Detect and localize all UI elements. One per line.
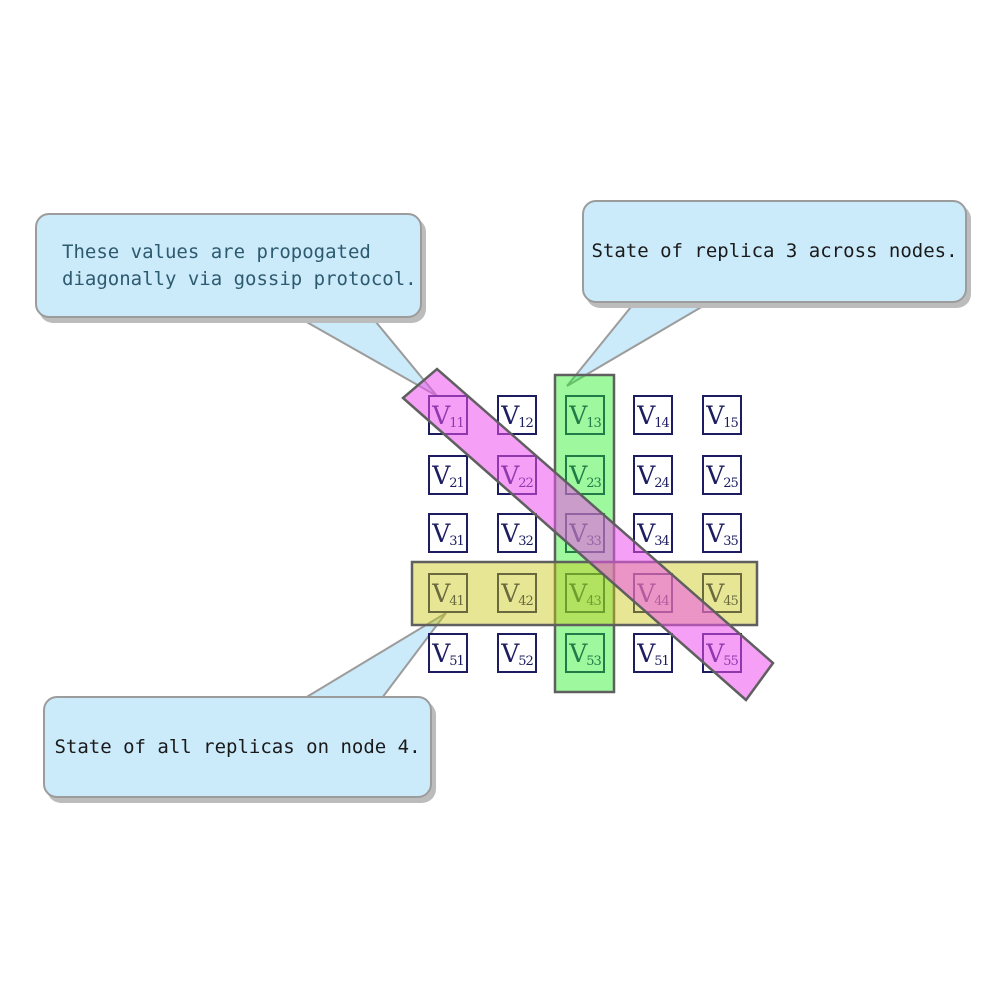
gossip-callout-tail <box>292 315 438 397</box>
cell-subscript: 23 <box>586 475 602 491</box>
cell-subscript: 55 <box>723 653 739 669</box>
gossip-callout: These values are propogated diagonally v… <box>35 213 422 318</box>
cell-label: V <box>501 578 520 608</box>
cell-label: V <box>569 460 588 490</box>
replica3-callout: State of replica 3 across nodes. <box>582 200 967 303</box>
cell-subscript: 45 <box>723 593 739 609</box>
cell-subscript: 42 <box>518 593 534 609</box>
cell-subscript: 15 <box>723 415 739 431</box>
cell-subscript: 43 <box>586 593 602 609</box>
cell-subscript: 34 <box>654 533 670 549</box>
cell-label: V <box>706 578 725 608</box>
cell-label: V <box>432 400 451 430</box>
replica3-callout-tail <box>566 301 714 387</box>
gossip-callout-text-line2: diagonally via gossip protocol. <box>62 267 417 290</box>
cell-subscript: 44 <box>654 593 670 609</box>
node4-callout: State of all replicas on node 4. <box>43 696 432 798</box>
cell-label: V <box>706 638 725 668</box>
cell-label: V <box>569 518 588 548</box>
cell-label: V <box>501 638 520 668</box>
cell-label: V <box>569 400 588 430</box>
cell-subscript: 51 <box>449 653 465 669</box>
node4-callout-tail <box>301 612 447 699</box>
cell-label: V <box>706 518 725 548</box>
gossip-callout-text-line1: These values are propogated <box>62 240 371 263</box>
cell-subscript: 13 <box>586 415 602 431</box>
cell-subscript: 25 <box>723 475 739 491</box>
cell-subscript: 21 <box>449 475 465 491</box>
cell-subscript: 12 <box>518 415 534 431</box>
cell-subscript: 51 <box>654 653 670 669</box>
cell-subscript: 22 <box>518 475 534 491</box>
cell-subscript: 41 <box>449 593 465 609</box>
cell-label: V <box>706 400 725 430</box>
cell-label: V <box>432 638 451 668</box>
cell-subscript: 53 <box>586 653 602 669</box>
cell-label: V <box>637 400 656 430</box>
cell-subscript: 52 <box>518 653 534 669</box>
cell-label: V <box>637 518 656 548</box>
cell-label: V <box>501 400 520 430</box>
node4-callout-text: State of all replicas on node 4. <box>54 735 421 758</box>
cell-label: V <box>637 460 656 490</box>
cell-label: V <box>637 578 656 608</box>
cell-label: V <box>432 578 451 608</box>
cell-subscript: 24 <box>654 475 670 491</box>
replica3-callout-text: State of replica 3 across nodes. <box>591 240 958 262</box>
cell-subscript: 33 <box>586 533 602 549</box>
cell-subscript: 14 <box>654 415 670 431</box>
cell-subscript: 11 <box>449 415 465 431</box>
cell-label: V <box>706 460 725 490</box>
cell-label: V <box>501 518 520 548</box>
cell-label: V <box>569 638 588 668</box>
cell-label: V <box>501 460 520 490</box>
cell-label: V <box>432 460 451 490</box>
cell-label: V <box>432 518 451 548</box>
cell-subscript: 35 <box>723 533 739 549</box>
cell-subscript: 32 <box>518 533 534 549</box>
cell-subscript: 31 <box>449 533 465 549</box>
cell-label: V <box>569 578 588 608</box>
cell-label: V <box>637 638 656 668</box>
